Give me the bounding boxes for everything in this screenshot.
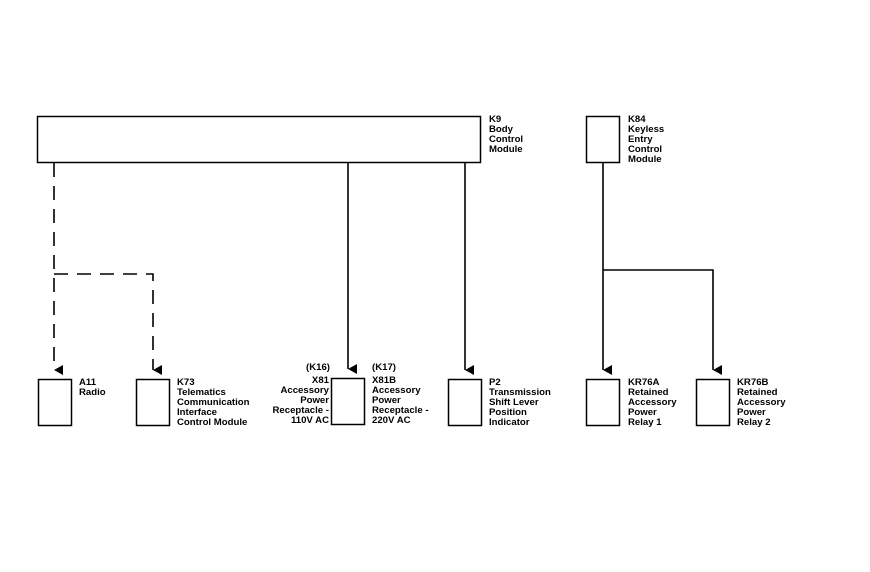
a11-radio-box: [37, 378, 73, 427]
k9-label: K9 Body Control Module: [489, 114, 524, 155]
x81b-k17-tag: (K17): [372, 362, 396, 373]
p2-shift-indicator-box: [447, 378, 483, 427]
k9-to-k73-dashed-line: [54, 273, 162, 375]
k73-telematics-box: [135, 378, 171, 427]
kr76b-label: KR76B Retained Accessory Power Relay 2: [737, 377, 786, 428]
k84-label: K84 Keyless Entry Control Module: [628, 114, 665, 165]
k84-keyless-entry-box: [585, 115, 621, 164]
x81-label: X81 Accessory Power Receptacle - 110V AC: [272, 375, 329, 426]
k9-body-control-module-box: [36, 115, 482, 164]
k73-label: K73 Telematics Communication Interface C…: [177, 377, 250, 428]
kr76a-label: KR76A Retained Accessory Power Relay 1: [628, 377, 677, 428]
x81-receptacle-box: [330, 377, 366, 426]
a11-label: A11 Radio: [79, 377, 106, 398]
kr76b-relay-box: [695, 378, 731, 427]
kr76a-relay-box: [585, 378, 621, 427]
p2-label: P2 Transmission Shift Lever Position Ind…: [489, 377, 551, 428]
x81-k16-tag: (K16): [306, 362, 330, 373]
x81b-label: X81B Accessory Power Receptacle - 220V A…: [372, 375, 429, 426]
k84-to-kr76b-line: [603, 269, 722, 375]
